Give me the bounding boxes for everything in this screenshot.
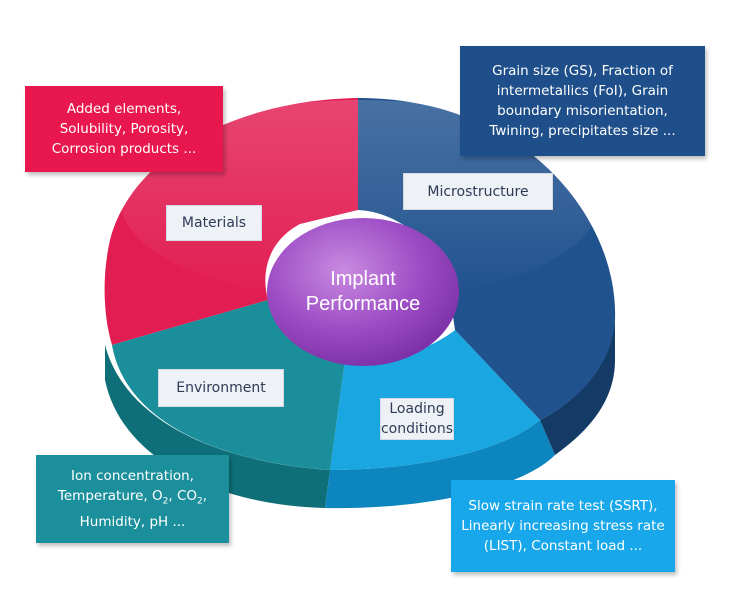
env-line2-sub2: 2 — [197, 496, 203, 507]
env-line2-pre: Temperature, O — [57, 488, 163, 505]
label-microstructure-text: Microstructure — [427, 183, 529, 200]
callout-environment-line2: Temperature, O2, CO2, — [58, 486, 207, 512]
env-line2-post: , — [202, 488, 208, 505]
label-loading-line2: conditions — [380, 421, 454, 437]
callout-loading-line3: (LIST), Constant load ... — [483, 538, 643, 554]
callout-materials-line2: Solubility, Porosity, — [59, 121, 189, 137]
center-title: Implant Performance — [268, 242, 458, 342]
callout-microstructure-line3: boundary misorientation, — [497, 103, 668, 119]
label-materials-text: Materials — [181, 215, 247, 231]
callout-microstructure-line2: intermetallics (FoI), Grain — [496, 83, 669, 99]
callout-materials-line3: Corrosion products ... — [51, 141, 197, 157]
callout-loading-line1: Slow strain rate test (SSRT), — [468, 498, 658, 514]
environment-side — [105, 345, 330, 508]
callout-environment-line1: Ion concentration, — [71, 468, 194, 485]
callout-loading: Slow strain rate test (SSRT), Linearly i… — [451, 480, 675, 572]
label-loading-line1: Loading — [389, 401, 445, 417]
callout-materials: Added elements, Solubility, Porosity, Co… — [25, 86, 223, 172]
callout-microstructure-line4: Twining, precipitates size ... — [489, 123, 676, 139]
label-microstructure[interactable]: Microstructure — [403, 173, 553, 210]
label-environment[interactable]: Environment — [158, 369, 284, 407]
label-loading-conditions[interactable]: Loading conditions — [380, 398, 454, 440]
center-title-line2: Performance — [305, 293, 421, 315]
callout-microstructure-line1: Grain size (GS), Fraction of — [492, 63, 673, 79]
callout-environment: Ion concentration, Temperature, O2, CO2,… — [36, 455, 229, 543]
label-environment-text: Environment — [176, 380, 266, 396]
label-materials[interactable]: Materials — [166, 205, 262, 241]
env-line2-mid: , CO — [168, 488, 198, 505]
center-title-line1: Implant — [330, 268, 396, 290]
env-line2-sub1: 2 — [162, 496, 169, 507]
callout-environment-line3: Humidity, pH ... — [79, 513, 186, 530]
loading-side — [325, 420, 555, 509]
microstructure-side — [540, 320, 615, 455]
callout-microstructure: Grain size (GS), Fraction of intermetall… — [460, 46, 705, 156]
callout-materials-line1: Added elements, — [66, 101, 182, 117]
callout-loading-line2: Linearly increasing stress rate — [461, 518, 665, 534]
center-circle[interactable] — [267, 218, 459, 366]
